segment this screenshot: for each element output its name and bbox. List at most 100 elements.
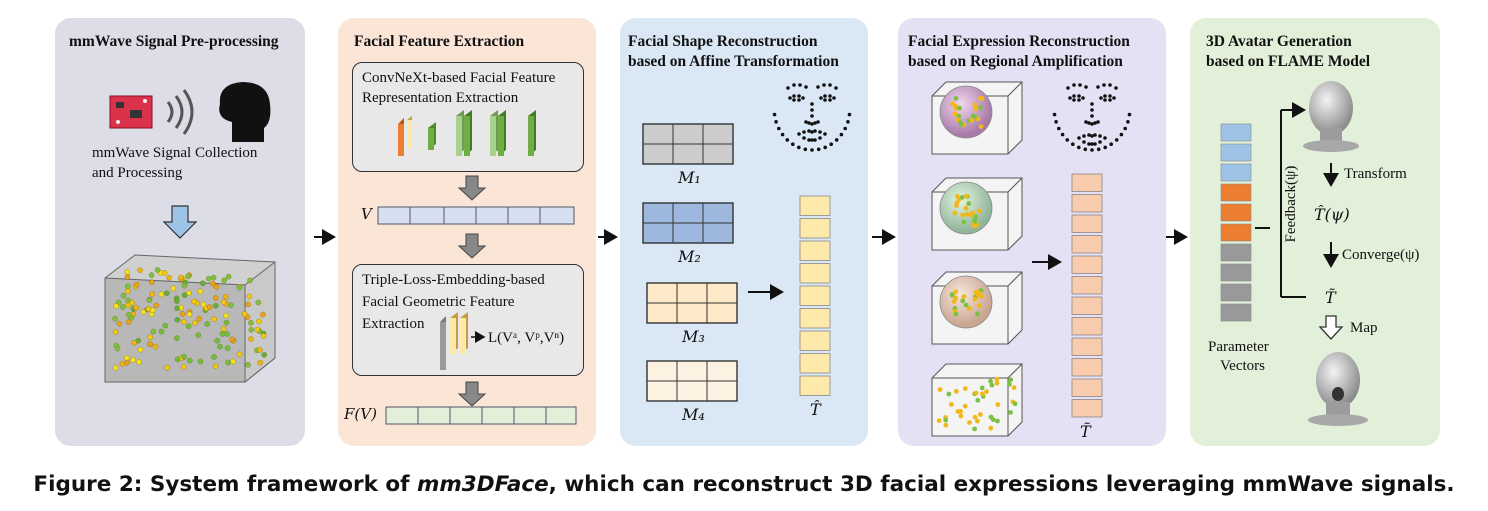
point [943,417,949,423]
point [164,290,170,296]
vector-cell [799,285,831,306]
landmark [798,83,802,87]
avatar-head-bottom [1308,352,1368,426]
param-vectors-line1: Parameter [1208,339,1269,355]
point [197,358,204,365]
landmark [1072,83,1076,87]
point-cloud-cube [104,254,276,384]
landmark [1083,147,1088,152]
point [174,305,180,312]
point [995,402,1001,407]
point-cloud-dots [112,267,267,371]
point [113,303,119,309]
landmark [1114,86,1118,90]
point [952,111,958,117]
feedback-label: Feedback(ψ) [1283,165,1299,243]
point [955,409,961,414]
triple-label-line3: Extraction [362,316,425,332]
point [959,195,965,200]
point [975,418,980,424]
convnext-blocks [398,110,536,156]
landmark [1096,85,1100,89]
landmark [1099,96,1103,100]
landmark [1119,132,1124,137]
avatar-title-line1: 3D Avatar Generation [1206,33,1352,50]
landmark [807,138,811,142]
point [205,275,212,282]
point [952,210,958,216]
landmark [1108,94,1112,98]
point [972,296,978,302]
landmark [1109,142,1113,146]
point [978,105,983,111]
landmark [813,121,817,125]
point [994,376,1000,382]
point [185,273,191,280]
landmark [1054,120,1058,124]
landmark [1114,138,1119,142]
point [181,292,188,298]
point [146,297,153,303]
point [967,306,972,311]
vector-cell [799,195,831,216]
landmark [786,86,790,90]
point [1008,377,1014,383]
point [959,122,964,127]
expression-title-line2: based on Regional Amplification [908,53,1123,70]
landmark [1081,96,1085,100]
point [174,356,181,363]
point [988,425,994,431]
point [217,343,223,350]
point [112,315,118,322]
point [963,205,969,211]
point [222,293,229,300]
point [260,333,267,339]
point [224,331,230,337]
point [112,329,119,335]
param-cell [1220,163,1252,182]
t-tilde-vector [1071,173,1103,418]
point [116,320,123,327]
landmark [804,85,808,89]
landmark [774,120,778,124]
point [112,365,119,371]
point [181,318,187,325]
point [147,334,154,340]
landmark [832,96,836,100]
point [179,311,186,317]
point [124,274,131,280]
point [236,351,243,358]
vector-cell [799,263,831,284]
landmark [807,121,811,125]
point [181,353,187,360]
param-cell [1220,223,1252,242]
m4-label: M₄ [682,405,705,424]
point [949,402,954,407]
point [213,295,219,301]
point [970,113,976,119]
landmark [1103,94,1107,98]
point [241,311,248,317]
point [972,414,978,420]
param-vectors-line2: Vectors [1220,358,1265,374]
point [137,267,143,274]
transform-label: Transform [1344,166,1407,182]
point [229,336,235,343]
point [246,293,253,300]
point [973,106,979,112]
landmark [1077,94,1081,98]
landmark [810,148,814,152]
point [221,277,227,284]
landmark [1093,121,1097,125]
human-head-silhouette [219,82,271,142]
landmark [1052,112,1057,117]
shape-title-line2: based on Affine Transformation [628,53,839,70]
landmark [777,126,781,131]
landmark [1093,133,1097,137]
region-cube-2 [931,177,1023,251]
landmark [823,145,827,150]
point [966,201,972,206]
landmark [797,132,801,136]
down-arrow-blue [162,205,198,239]
point [174,298,180,304]
